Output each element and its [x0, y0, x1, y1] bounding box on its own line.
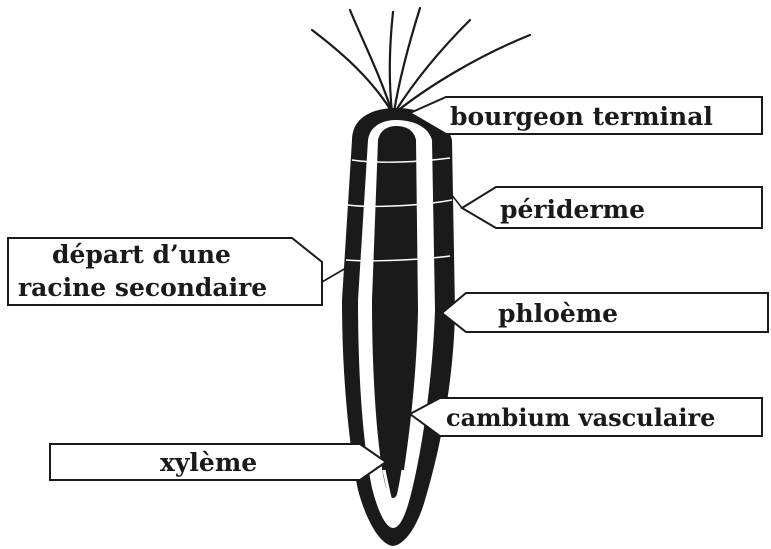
svg-text:périderme: périderme — [500, 195, 645, 224]
svg-text:racine secondaire: racine secondaire — [18, 273, 267, 302]
label-phloem: phloème — [442, 293, 768, 332]
svg-text:cambium vasculaire: cambium vasculaire — [446, 403, 715, 432]
svg-text:phloème: phloème — [498, 299, 618, 328]
label-vascular-cambium: cambium vasculaire — [410, 398, 762, 436]
svg-text:départ d’une: départ d’une — [52, 240, 231, 269]
svg-text:xylème: xylème — [160, 448, 257, 477]
svg-text:bourgeon terminal: bourgeon terminal — [450, 102, 713, 131]
label-lateral-root: départ d’une racine secondaire — [8, 238, 322, 305]
label-periderm: périderme — [462, 187, 762, 228]
label-xylem: xylème — [50, 444, 386, 480]
label-terminal-bud: bourgeon terminal — [410, 97, 762, 134]
